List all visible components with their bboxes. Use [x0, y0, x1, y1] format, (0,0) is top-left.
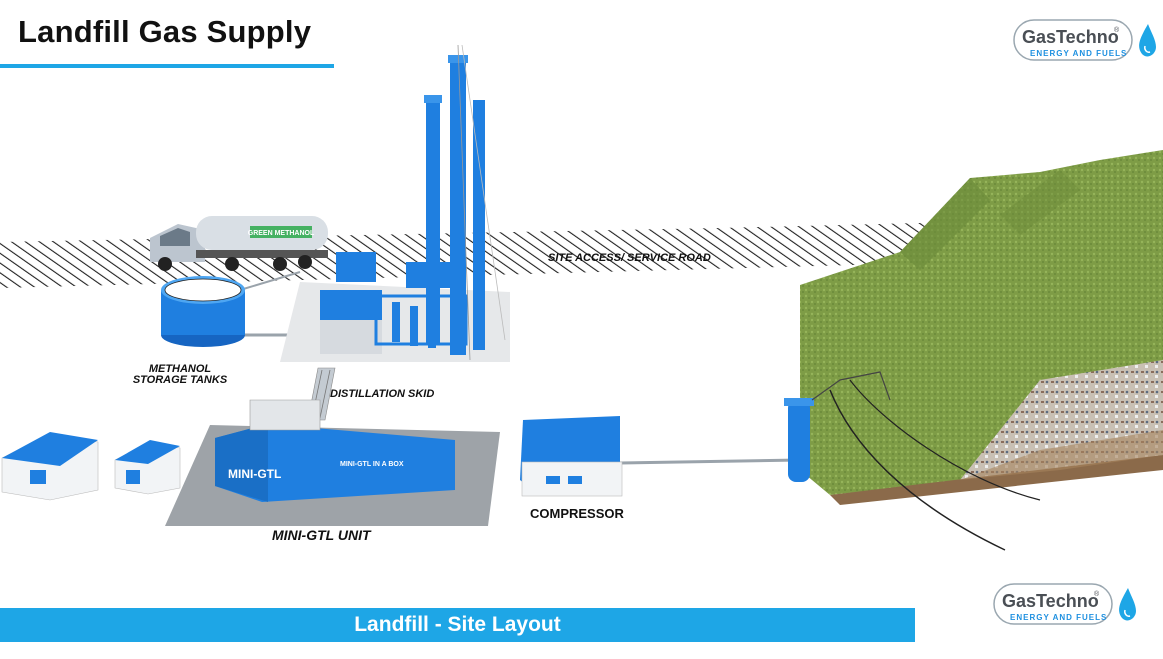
- methanol-label-line2: STORAGE TANKS: [132, 374, 228, 386]
- gastechno-logo-top: GasTechno ® ENERGY AND FUELS: [1013, 19, 1156, 61]
- footer-banner: Landfill - Site Layout: [0, 608, 915, 642]
- logo-registered: ®: [1114, 26, 1120, 34]
- logo-name: GasTechno: [1022, 27, 1119, 47]
- logo-tagline-bottom: ENERGY AND FUELS: [1010, 613, 1107, 622]
- droplet-icon: [1139, 24, 1156, 57]
- logo-registered-bottom: ®: [1094, 590, 1100, 598]
- gastechno-logo-bottom: GasTechno ® ENERGY AND FUELS: [993, 583, 1136, 625]
- logo-name-bottom: GasTechno: [1002, 591, 1099, 611]
- page-title: Landfill Gas Supply: [18, 14, 312, 49]
- road-label: SITE ACCESS/ SERVICE ROAD: [548, 252, 711, 264]
- methanol-storage-tank: [161, 276, 245, 347]
- landfill-mound: [800, 150, 1163, 505]
- control-buildings: [1, 432, 181, 501]
- site-layout-diagram: GREEN METHANOL: [0, 44, 1163, 551]
- methanol-label-line1: METHANOL: [148, 363, 212, 375]
- methanol-storage-label: METHANOL STORAGE TANKS: [120, 364, 240, 386]
- methanol-truck: GREEN METHANOL: [150, 216, 328, 271]
- mini-gtl-unit-label: MINI-GTL UNIT: [272, 527, 371, 543]
- compressor-label: COMPRESSOR: [530, 506, 624, 521]
- distillation-skid-label: DISTILLATION SKID: [330, 388, 435, 400]
- mini-gtl-container: MINI-GTL MINI-GTL IN A BOX: [215, 399, 455, 502]
- truck-tank-label: GREEN METHANOL: [248, 230, 315, 237]
- container-brand: MINI-GTL: [228, 467, 281, 481]
- logo-tagline: ENERGY AND FUELS: [1030, 49, 1127, 58]
- title-underline: [0, 64, 334, 68]
- compressor-building: [520, 416, 623, 497]
- knockout-vessel: [784, 371, 891, 482]
- footer-banner-text: Landfill - Site Layout: [354, 613, 561, 636]
- distillation-columns: [424, 44, 506, 361]
- droplet-icon: [1119, 588, 1136, 621]
- container-slogan: MINI-GTL IN A BOX: [340, 461, 404, 468]
